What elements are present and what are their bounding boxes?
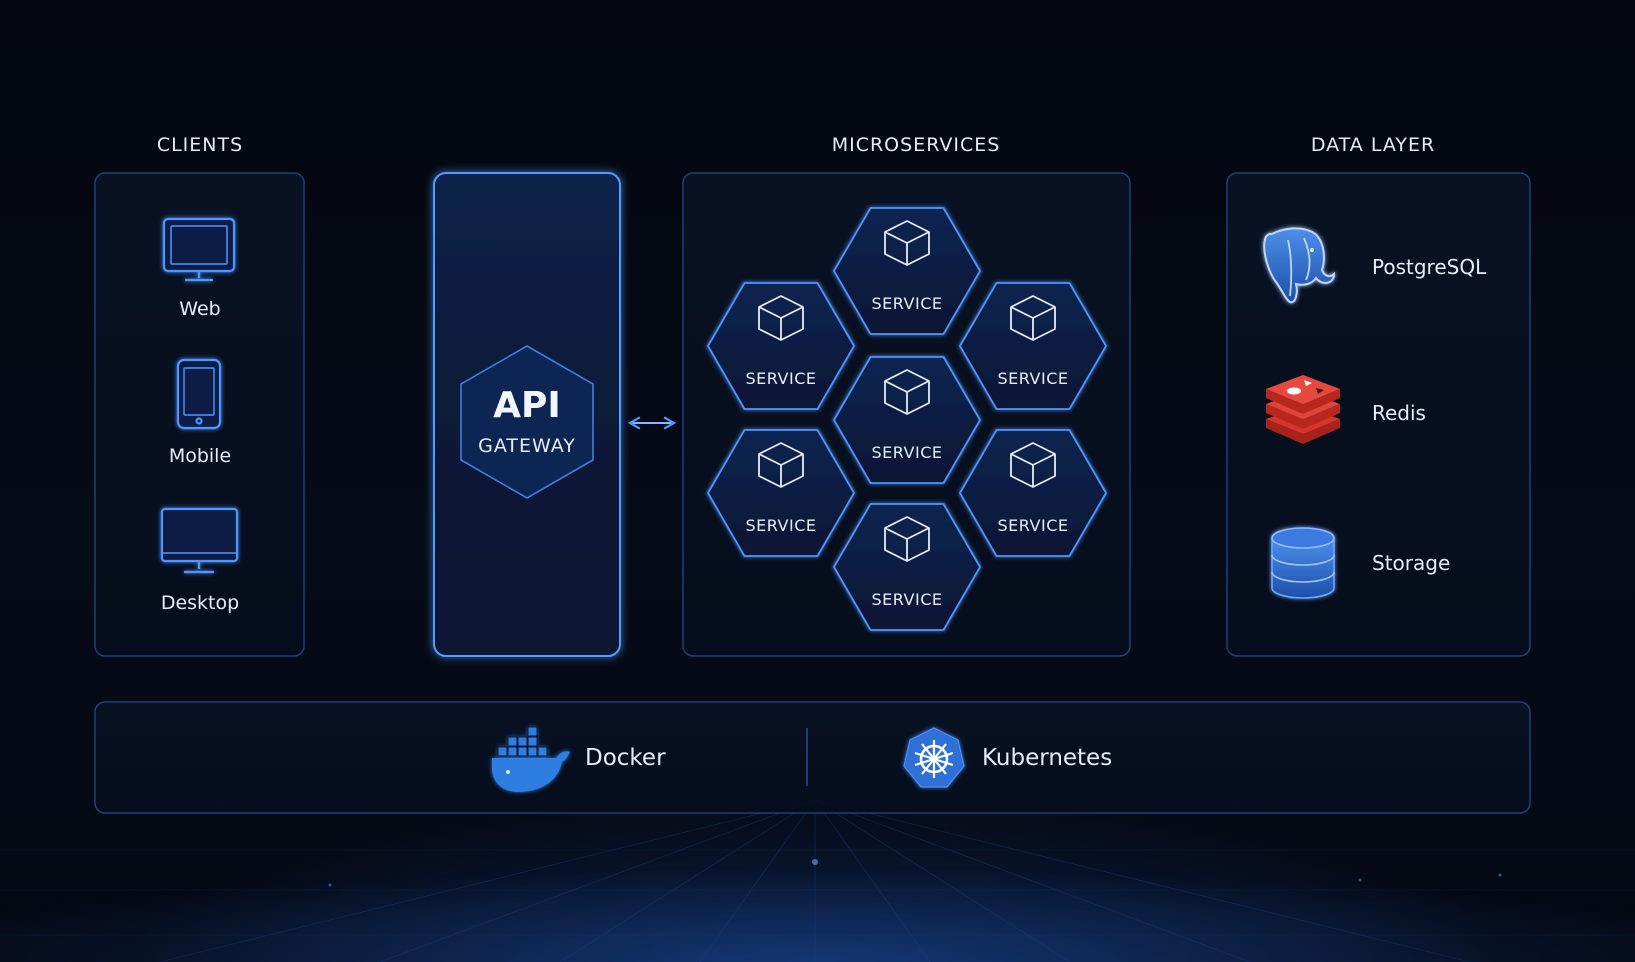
platform-bar [94, 701, 1531, 814]
database-icon [1271, 527, 1335, 599]
service-label: SERVICE [746, 369, 817, 388]
cube-icon [884, 220, 930, 266]
api-gateway-title: API [493, 385, 561, 426]
platform-kubernetes[interactable]: Kubernetes [903, 727, 1112, 788]
cube-icon [758, 295, 804, 341]
postgresql-elephant-icon [1263, 227, 1336, 304]
cube-icon [1010, 295, 1056, 341]
cube-icon [884, 516, 930, 562]
service-label: SERVICE [998, 369, 1069, 388]
clients-heading: CLIENTS [157, 134, 243, 156]
services-cluster: SERVICE SERVICE SERVICE SERVICE SERVICE SERVI… [706, 207, 1108, 631]
service-hexagon [832, 503, 982, 631]
service-hexagon [706, 429, 856, 557]
data-redis-label: Redis [1372, 401, 1426, 425]
service-label: SERVICE [872, 294, 943, 313]
service-node[interactable]: SERVICE [832, 207, 982, 335]
service-node[interactable]: SERVICE [958, 282, 1108, 410]
monitor-icon [162, 217, 236, 282]
service-hexagon [706, 282, 856, 410]
client-desktop[interactable]: Desktop [160, 507, 239, 614]
data-redis[interactable]: Redis [1266, 375, 1426, 444]
data-storage-label: Storage [1372, 551, 1450, 575]
data-storage[interactable]: Storage [1271, 527, 1450, 599]
service-label: SERVICE [872, 590, 943, 609]
service-hexagon [832, 356, 982, 484]
data-postgresql[interactable]: PostgreSQL [1263, 227, 1487, 304]
floor-grid-decoration [0, 799, 1635, 962]
redis-icon [1266, 375, 1340, 444]
platform-kubernetes-label: Kubernetes [982, 745, 1112, 771]
client-web-label: Web [179, 298, 220, 320]
service-hexagon [958, 429, 1108, 557]
service-node[interactable]: SERVICE [706, 429, 856, 557]
api-gateway[interactable]: API GATEWAY [433, 172, 621, 657]
microservices-heading: MICROSERVICES [832, 134, 1001, 156]
kubernetes-helm-icon [903, 727, 965, 788]
platform-docker[interactable]: Docker [492, 726, 666, 792]
desktop-icon [160, 507, 239, 574]
api-gateway-subtitle: GATEWAY [478, 435, 576, 457]
service-node[interactable]: SERVICE [832, 503, 982, 631]
client-mobile[interactable]: Mobile [169, 358, 231, 467]
cube-icon [1010, 442, 1056, 488]
platform-docker-label: Docker [585, 745, 666, 771]
service-node[interactable]: SERVICE [832, 356, 982, 484]
service-label: SERVICE [998, 516, 1069, 535]
docker-whale-icon [492, 726, 570, 792]
service-label: SERVICE [872, 443, 943, 462]
service-label: SERVICE [746, 516, 817, 535]
service-node[interactable]: SERVICE [958, 429, 1108, 557]
service-hexagon [958, 282, 1108, 410]
client-mobile-label: Mobile [169, 445, 231, 467]
service-node[interactable]: SERVICE [706, 282, 856, 410]
cube-icon [758, 442, 804, 488]
cube-icon [884, 369, 930, 415]
service-hexagon [832, 207, 982, 335]
client-desktop-label: Desktop [161, 592, 239, 614]
client-web[interactable]: Web [162, 217, 236, 320]
smartphone-icon [176, 358, 222, 430]
data-layer-heading: DATA LAYER [1311, 134, 1435, 156]
api-gateway-hexagon [460, 345, 594, 499]
data-postgresql-label: PostgreSQL [1372, 255, 1487, 279]
